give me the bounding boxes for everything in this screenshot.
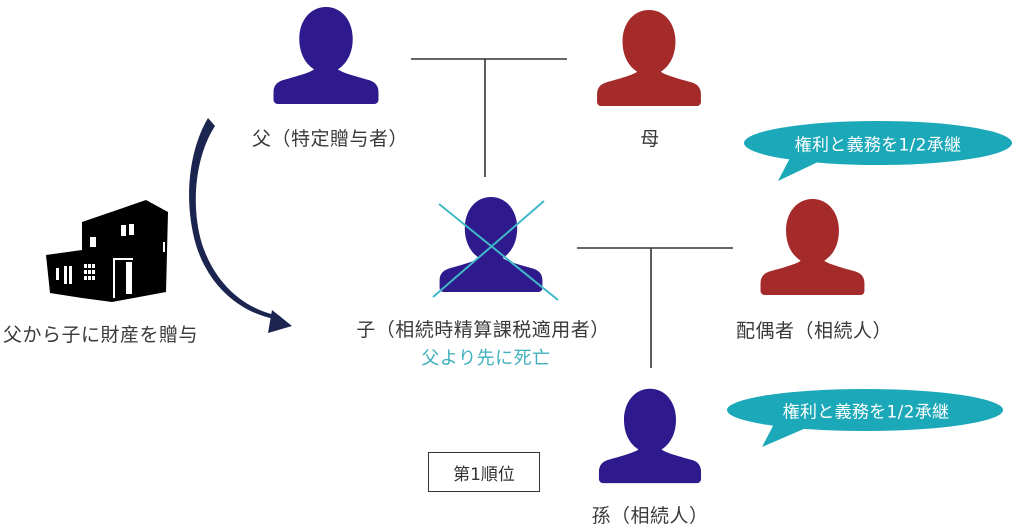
child-deceased-note: 父より先に死亡 bbox=[421, 348, 551, 369]
house-icon bbox=[46, 200, 168, 302]
father-person-icon bbox=[273, 6, 379, 104]
grandchild-speech-bubble bbox=[727, 389, 1003, 447]
rank-box-label: 第1順位 bbox=[453, 464, 515, 485]
child-spouse-connector bbox=[577, 247, 733, 368]
spouse-bubble-text: 権利と義務を1/2承継 bbox=[794, 135, 962, 156]
deceased-cross-icon bbox=[432, 200, 559, 301]
gift-label: 父から子に財産を贈与 bbox=[3, 324, 199, 346]
parents-connector bbox=[411, 58, 567, 177]
mother-label: 母 bbox=[640, 128, 660, 150]
child-label: 子（相続時精算課税適用者） bbox=[356, 319, 610, 341]
father-label: 父（特定贈与者） bbox=[251, 128, 409, 150]
gift-arrow-icon bbox=[189, 118, 292, 333]
grandchild-label: 孫（相続人） bbox=[591, 505, 709, 527]
grandchild-bubble-text: 権利と義務を1/2承継 bbox=[782, 402, 950, 423]
rank-box: 第1順位 bbox=[428, 452, 540, 492]
grandchild-person-icon bbox=[598, 388, 702, 484]
spouse-person-icon bbox=[760, 198, 865, 295]
spouse-speech-bubble bbox=[744, 121, 1012, 181]
spouse-label: 配偶者（相続人） bbox=[735, 320, 893, 342]
mother-person-icon bbox=[597, 9, 701, 106]
